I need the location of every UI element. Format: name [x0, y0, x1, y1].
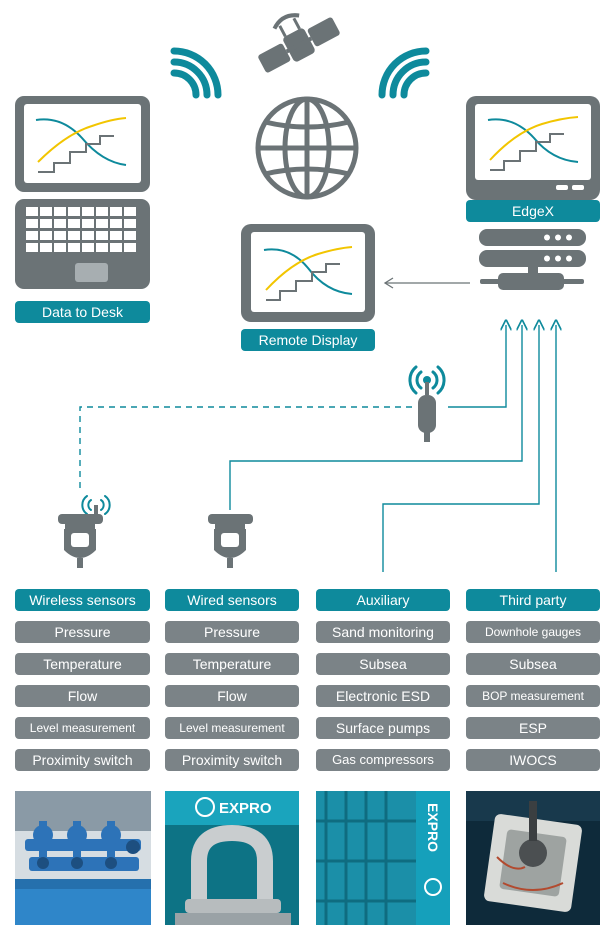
col-third-party-item: ESP: [466, 717, 600, 739]
col-wireless-item: Proximity switch: [15, 749, 150, 771]
edgex-monitor-icon: [466, 96, 600, 200]
col-wireless-item: Temperature: [15, 653, 150, 675]
col-auxiliary-item: Surface pumps: [316, 717, 450, 739]
auxiliary-line: [382, 325, 539, 572]
col-wireless-item: Level measurement: [15, 717, 150, 739]
photo-brand-text: EXPRO: [425, 803, 441, 852]
satellite-icon: [258, 13, 340, 73]
remote-display-label: Remote Display: [241, 329, 375, 351]
antenna-sensor-icon: [408, 365, 446, 442]
wired-sensor-icon: [208, 514, 253, 568]
keyboard-icon: [26, 207, 136, 252]
col-wireless-item: Flow: [15, 685, 150, 707]
data-to-desk-label: Data to Desk: [15, 301, 150, 323]
col-wired-item: Flow: [165, 685, 299, 707]
col-wireless-header: Wireless sensors: [15, 589, 150, 611]
col-wireless-item: Pressure: [15, 621, 150, 643]
photo-compressor: EXPRO: [316, 791, 452, 925]
wireless-dashed-line: [79, 406, 414, 488]
col-auxiliary-item: Sand monitoring: [316, 621, 450, 643]
wireless-sensor-icon: [58, 495, 111, 568]
laptop-icon: [15, 96, 150, 289]
col-wired-item: Temperature: [165, 653, 299, 675]
col-third-party-item: Downhole gauges: [466, 621, 600, 643]
col-wired-item: Pressure: [165, 621, 299, 643]
photo-subsea-frame: [466, 791, 601, 925]
col-third-party-item: Subsea: [466, 653, 600, 675]
col-wired-item: Level measurement: [165, 717, 299, 739]
touchpad-icon: [75, 263, 108, 282]
edgex-label: EdgeX: [466, 200, 600, 222]
server-to-display-arrow: [383, 277, 470, 289]
photo-manifold: [15, 791, 151, 925]
col-auxiliary-header: Auxiliary: [316, 589, 450, 611]
col-auxiliary-item: Gas compressors: [316, 749, 450, 771]
wifi-signal-icon: [170, 47, 430, 99]
photo-flowmeter: EXPRO: [165, 791, 301, 925]
antenna-uplink-line: [448, 325, 506, 408]
col-third-party-item: BOP measurement: [466, 685, 600, 707]
col-auxiliary-item: Electronic ESD: [316, 685, 450, 707]
col-wired-header: Wired sensors: [165, 589, 299, 611]
connection-lines: [79, 325, 556, 572]
col-third-party-item: IWOCS: [466, 749, 600, 771]
col-wired-item: Proximity switch: [165, 749, 299, 771]
monitor-icon: [241, 224, 375, 322]
photo-brand-text: EXPRO: [219, 800, 272, 817]
col-auxiliary-item: Subsea: [316, 653, 450, 675]
globe-icon: [255, 96, 359, 200]
col-third-party-header: Third party: [466, 589, 600, 611]
server-icon: [479, 229, 586, 290]
wired-sensor-line: [229, 325, 522, 510]
